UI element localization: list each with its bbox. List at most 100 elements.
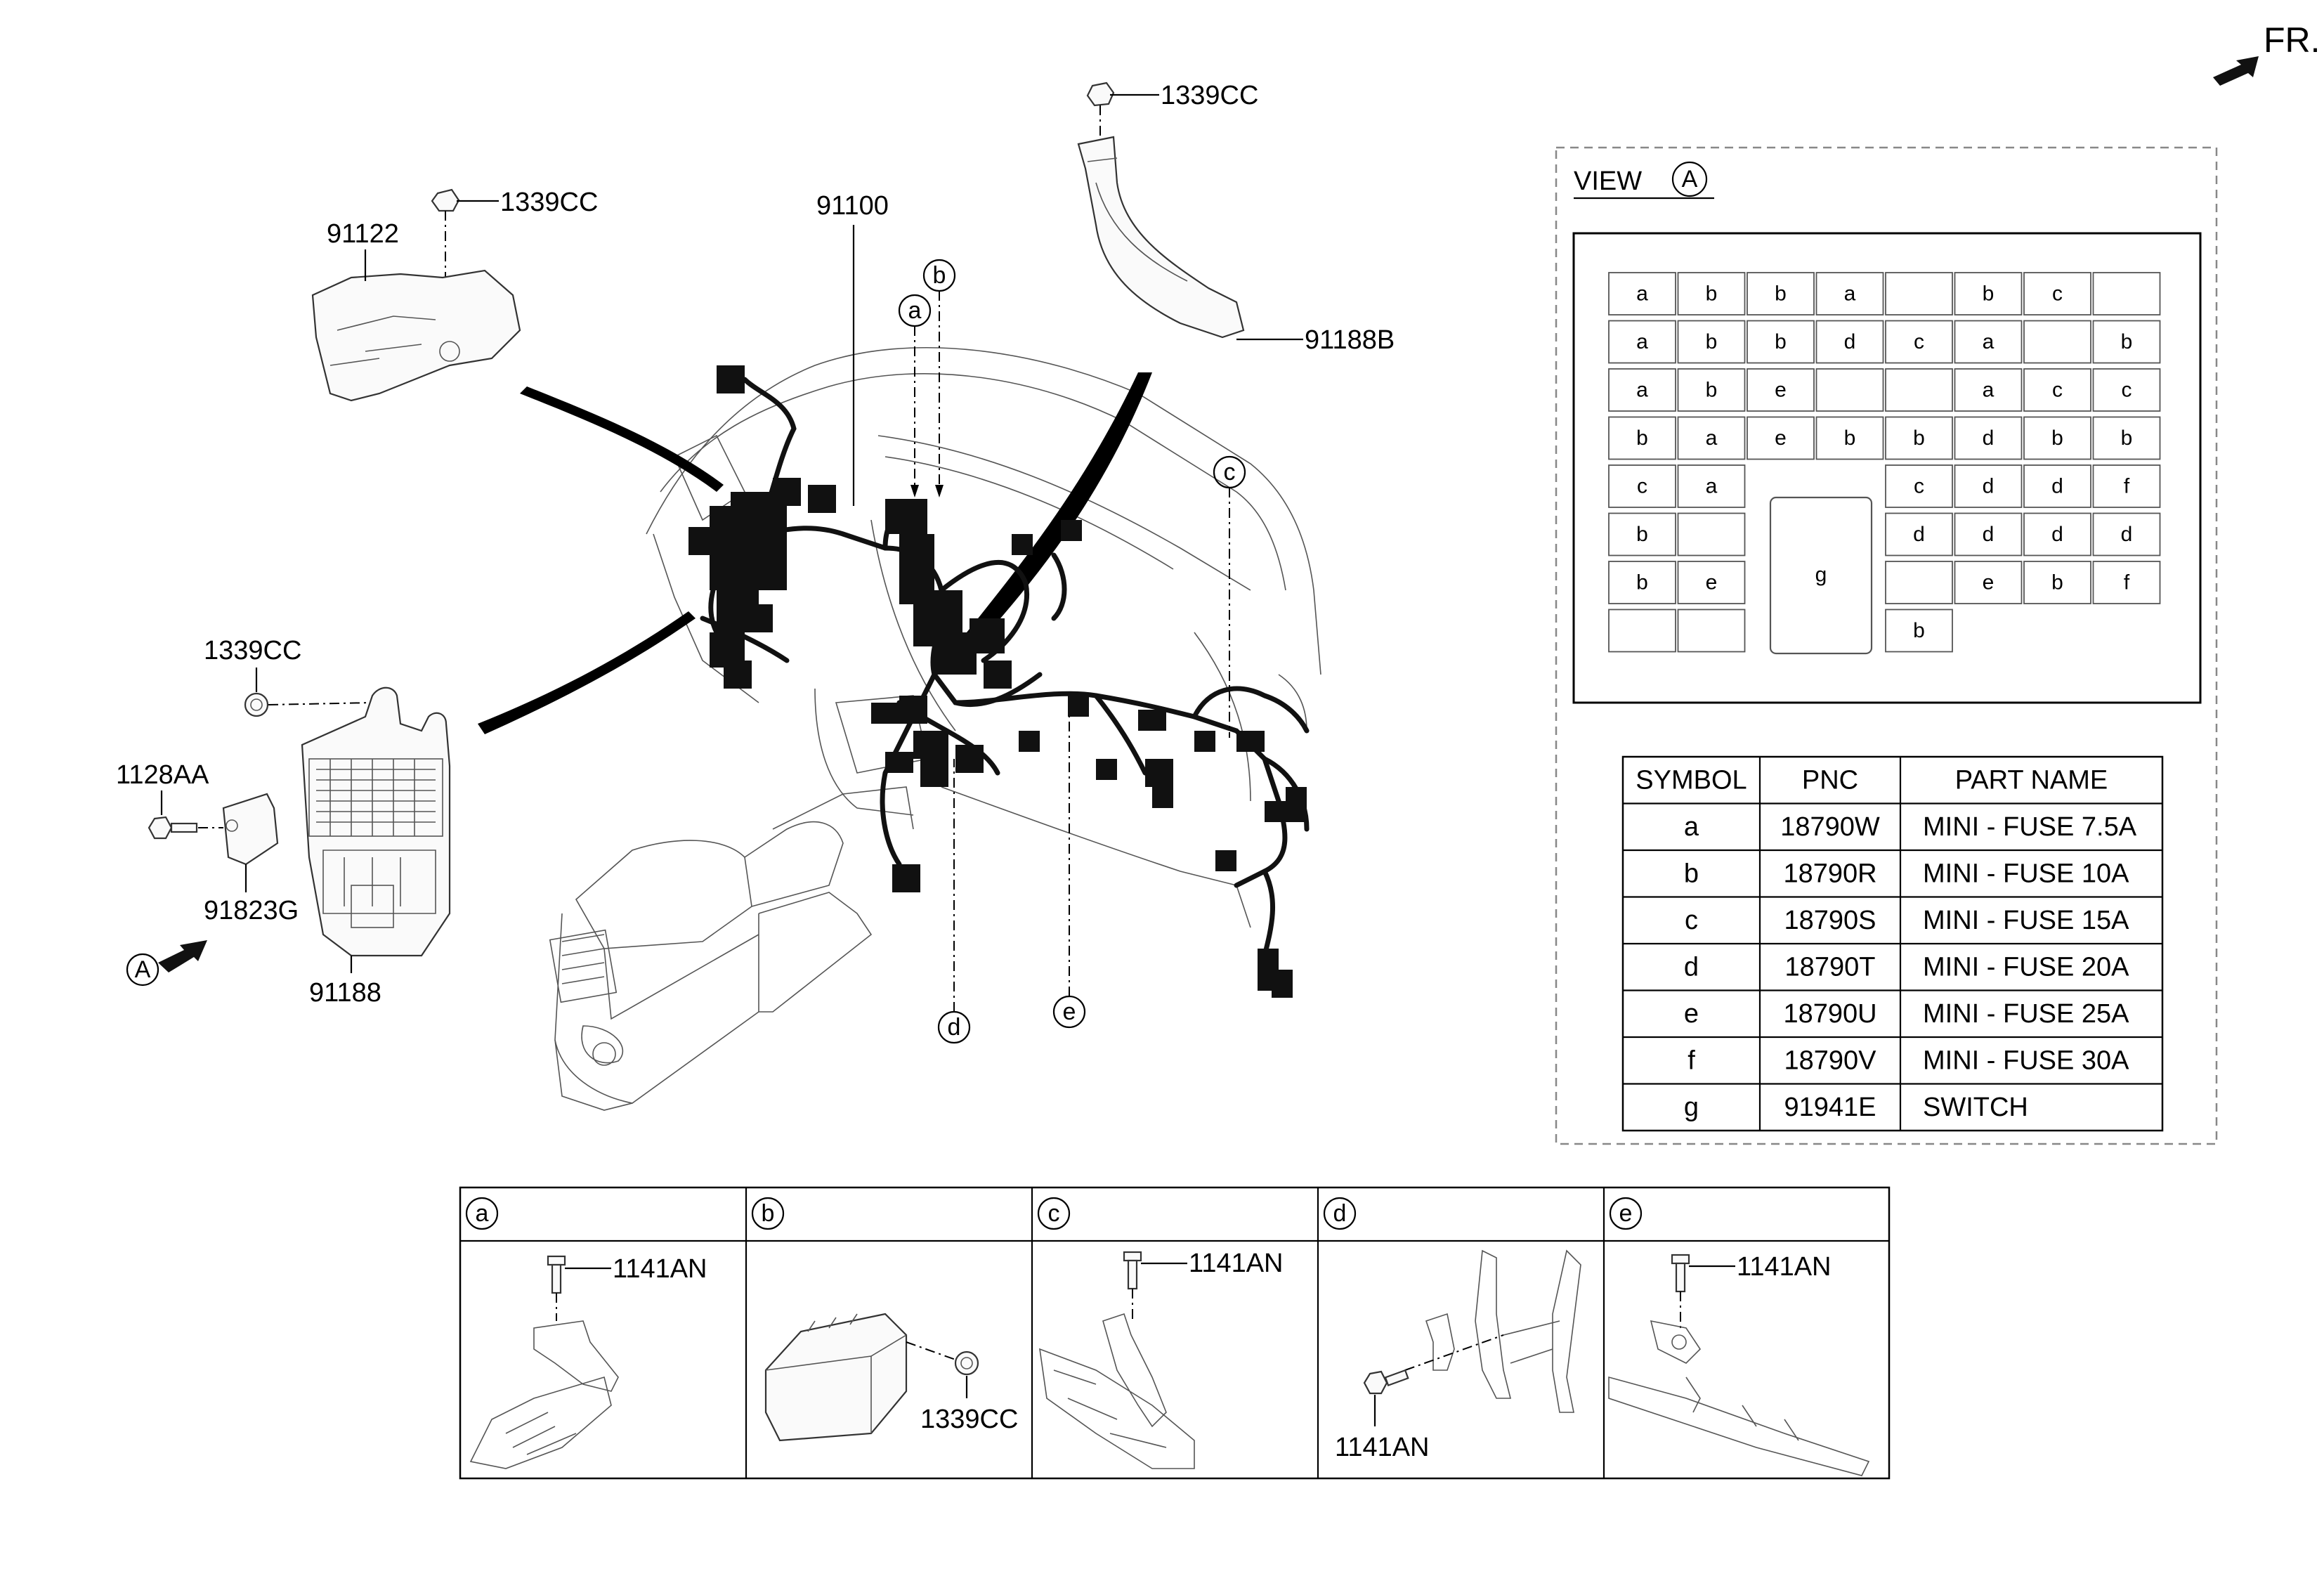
center-console bbox=[549, 786, 914, 1111]
fuse-slot bbox=[1608, 416, 1676, 460]
fuse-slot bbox=[1954, 368, 2023, 412]
fuse-slot bbox=[1954, 416, 2023, 460]
fuse-slot bbox=[1677, 320, 1746, 364]
fuse-slot bbox=[1954, 320, 2023, 364]
legend-symbol: a bbox=[1684, 812, 1699, 842]
fuse-slot bbox=[1608, 608, 1676, 653]
fuse-slot bbox=[1677, 416, 1746, 460]
fuse-slot bbox=[1677, 608, 1746, 653]
callout-e: e bbox=[1063, 998, 1076, 1025]
view-label: VIEW bbox=[1574, 167, 1642, 196]
fuse-slot bbox=[1815, 368, 1884, 412]
dashboard-outline bbox=[646, 346, 1321, 928]
legend-symbol: c bbox=[1685, 906, 1698, 935]
legend-symbol: e bbox=[1684, 999, 1699, 1029]
fuse-slot bbox=[1885, 561, 1953, 604]
fuse-slot bbox=[1608, 272, 1676, 315]
fuse-slot-symbol: b bbox=[1844, 427, 1856, 450]
fuse-slot-symbol: b bbox=[1706, 330, 1718, 353]
main-harness-label-group: 91100 bbox=[816, 191, 889, 506]
fuse-slot bbox=[1885, 464, 1953, 508]
fuse-slot-symbol: b bbox=[1913, 619, 1925, 642]
fuse-slot bbox=[2023, 416, 2091, 460]
detail-panel-a: a 1141AN bbox=[465, 1197, 707, 1469]
fuse-slot bbox=[1608, 368, 1676, 412]
fuse-slot-symbol: a bbox=[1706, 475, 1718, 498]
fuse-slot bbox=[2092, 320, 2161, 364]
main-callouts: a b c d e bbox=[898, 259, 1246, 1044]
fuse-slot-symbol: b bbox=[1775, 282, 1787, 306]
legend-pnc: 18790T bbox=[1785, 952, 1876, 982]
fuse-slot bbox=[1954, 272, 2023, 315]
fuse-slot bbox=[1747, 272, 1815, 315]
callout-c: c bbox=[1224, 459, 1236, 486]
front-direction-arrow: FR. bbox=[2213, 20, 2320, 86]
fuse-slot bbox=[1954, 464, 2023, 508]
fuse-slot bbox=[2092, 272, 2161, 315]
detail-part-c: 1141AN bbox=[1189, 1249, 1284, 1278]
callout-d: d bbox=[948, 1014, 961, 1041]
fuse-slot-symbol: a bbox=[1706, 427, 1718, 450]
legend-header: SYMBOL bbox=[1636, 765, 1747, 795]
legend-header: PART NAME bbox=[1955, 765, 2108, 795]
fuse-slot bbox=[1815, 416, 1884, 460]
fuse-slot bbox=[1747, 416, 1815, 460]
detail-part-a: 1141AN bbox=[613, 1254, 707, 1284]
fuse-slot bbox=[1885, 272, 1953, 315]
view-a-marker: A bbox=[135, 956, 151, 983]
air-duct-part: 91188B bbox=[1077, 136, 1395, 355]
fuse-slot-symbol: c bbox=[2052, 379, 2063, 402]
fuse-slot-symbol: a bbox=[1636, 282, 1648, 306]
junction-box-group: 1339CC 1128AA 91823G 91188 A bbox=[116, 636, 451, 1008]
detail-symbol-c: c bbox=[1048, 1200, 1060, 1227]
fuse-slot-symbol: a bbox=[1983, 330, 1995, 353]
bracket-part: 1339CC 91122 bbox=[311, 188, 598, 402]
fuse-slot-symbol: d bbox=[1983, 427, 1995, 450]
label-junction-box: 91188 bbox=[309, 978, 381, 1008]
legend-part-name: MINI - FUSE 25A bbox=[1923, 999, 2129, 1029]
fuse-slot-symbol: b bbox=[1775, 330, 1787, 353]
legend-symbol: d bbox=[1684, 952, 1699, 982]
fuse-slot bbox=[1608, 561, 1676, 604]
fuse-slot bbox=[2092, 512, 2161, 557]
fuse-slot bbox=[1815, 272, 1884, 315]
legend-part-name: MINI - FUSE 30A bbox=[1923, 1046, 2129, 1075]
fuse-slot bbox=[1608, 512, 1676, 557]
detail-symbol-b: b bbox=[762, 1200, 775, 1227]
fuse-slot bbox=[1747, 368, 1815, 412]
detail-part-e: 1141AN bbox=[1737, 1252, 1832, 1282]
fuse-slot-symbol: c bbox=[2122, 379, 2132, 402]
legend-symbol: g bbox=[1684, 1093, 1699, 1122]
fuse-slot-symbol: d bbox=[1913, 523, 1925, 546]
fuse-slot-symbol: d bbox=[1844, 330, 1856, 353]
label-jb-cover: 91823G bbox=[204, 896, 299, 925]
fuse-slot bbox=[1885, 416, 1953, 460]
legend-symbol: f bbox=[1687, 1046, 1695, 1075]
fuse-slot-symbol: a bbox=[1636, 330, 1648, 353]
fuse-slot bbox=[1677, 368, 1746, 412]
label-jb-bolt: 1128AA bbox=[116, 760, 209, 790]
fuse-slot bbox=[1815, 320, 1884, 364]
fuse-slot bbox=[1885, 608, 1953, 653]
fuse-slot-symbol: b bbox=[2051, 571, 2063, 594]
fuse-slot bbox=[1954, 512, 2023, 557]
fuse-slot-symbol: d bbox=[2051, 523, 2063, 546]
fuse-slot bbox=[1747, 320, 1815, 364]
fuse-slot bbox=[1608, 320, 1676, 364]
fuse-slot-symbol: b bbox=[1636, 571, 1648, 594]
front-direction-label: FR. bbox=[2264, 20, 2320, 60]
legend-symbol: b bbox=[1684, 859, 1699, 888]
detail-symbol-a: a bbox=[476, 1200, 489, 1227]
fuse-slot-symbol: f bbox=[2124, 571, 2130, 594]
fuse-slot-symbol: c bbox=[2052, 282, 2063, 306]
label-jb-nut: 1339CC bbox=[204, 636, 301, 665]
label-duct: 91188B bbox=[1305, 325, 1395, 355]
detail-part-b: 1339CC bbox=[920, 1405, 1018, 1434]
legend-pnc: 18790W bbox=[1780, 812, 1880, 842]
legend-part-name: MINI - FUSE 7.5A bbox=[1923, 812, 2137, 842]
legend-part-name: MINI - FUSE 10A bbox=[1923, 859, 2129, 888]
